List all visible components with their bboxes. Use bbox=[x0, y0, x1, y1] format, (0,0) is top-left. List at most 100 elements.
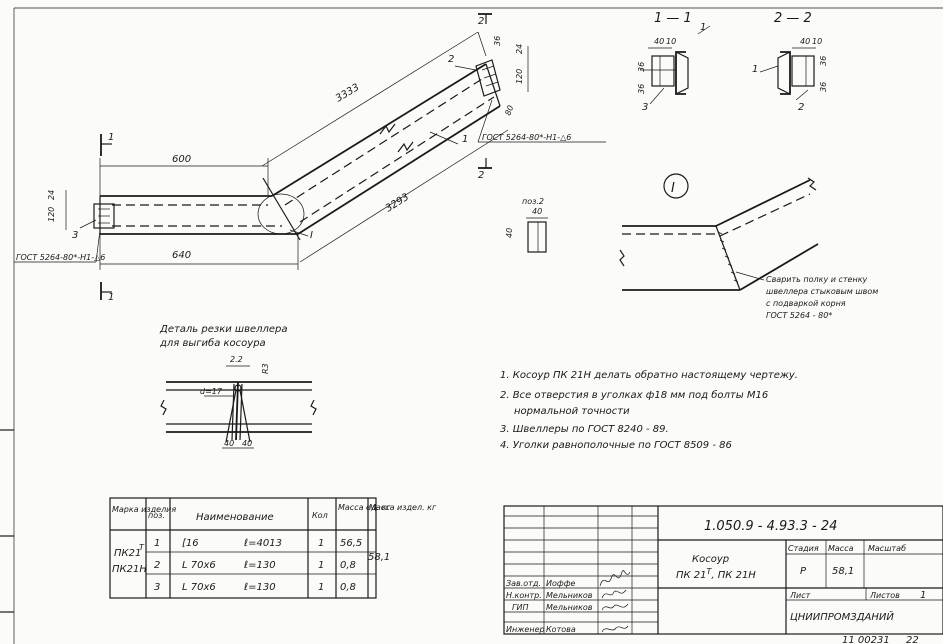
sec1-dim-40: 40 bbox=[654, 37, 664, 46]
pos-2-detail: поз.2 40 40 bbox=[505, 197, 548, 253]
footer-page: 22 bbox=[906, 635, 919, 644]
node-detail-label: I bbox=[671, 181, 675, 196]
node-label-main: I bbox=[310, 230, 313, 241]
sec2-dim-10: 10 bbox=[812, 37, 822, 46]
section-2-2-title: 2 — 2 bbox=[774, 11, 812, 26]
organization: ЦНИИПРОМЗДАНИЙ bbox=[790, 610, 894, 623]
section-1-1-callout-1: 1 bbox=[700, 22, 706, 33]
th-mass-item: Масса издел. кг bbox=[369, 503, 437, 512]
th-name: Наименование bbox=[196, 512, 274, 523]
row2-name: L 70х6 bbox=[182, 560, 216, 571]
row1-pos: 1 bbox=[154, 538, 160, 549]
th-pos: поз. bbox=[148, 511, 165, 520]
sec2-dim-36a: 36 bbox=[819, 56, 828, 66]
dim-24-left: 24 bbox=[47, 190, 56, 200]
cut-dim-d17: d=17 bbox=[200, 387, 223, 396]
sheets-value: 1 bbox=[920, 590, 926, 601]
th-mass-unit: Масса ед. кг bbox=[338, 503, 391, 512]
scale-label: Масштаб bbox=[868, 544, 906, 553]
note-1: 1. Косоур ПК 21Н делать обратно настояще… bbox=[500, 369, 798, 381]
row1-name: [16 bbox=[182, 538, 199, 549]
note-4: 4. Уголки равнополочные по ГОСТ 8509 - 8… bbox=[500, 440, 732, 451]
total-mass: 58,1 bbox=[368, 552, 390, 563]
sheets-label: Листов bbox=[869, 591, 900, 600]
weld-note-left: ГОСТ 5264-80*-Н1-△6 bbox=[16, 253, 105, 262]
th-qty: Кол bbox=[312, 511, 328, 520]
sec2-dim-36b: 36 bbox=[819, 82, 828, 92]
dim-640: 640 bbox=[172, 250, 191, 261]
dim-3333: 3333 bbox=[334, 82, 361, 105]
cut-detail: Деталь резки швеллера для выгиба косоура… bbox=[159, 324, 317, 449]
role-3: ГИП bbox=[512, 603, 528, 612]
callout-3: 3 bbox=[72, 230, 78, 241]
mark-pk21: ПК21 bbox=[114, 548, 141, 559]
mass-value: 58,1 bbox=[832, 566, 854, 577]
row2-len: ℓ=130 bbox=[244, 560, 276, 571]
row1-len: ℓ=4013 bbox=[244, 538, 282, 549]
role-2: Н.контр. bbox=[506, 591, 542, 600]
cut-dim-40-right: 40 bbox=[242, 439, 252, 448]
cut-title-2: для выгиба косоура bbox=[159, 337, 266, 349]
row2-mass: 0,8 bbox=[340, 560, 356, 571]
row2-pos: 2 bbox=[154, 560, 160, 571]
title-block: Зав.отд. Иоффе Н.контр. Мельников ГИП Ме… bbox=[503, 505, 943, 644]
signature-1 bbox=[599, 570, 631, 587]
sheet-frame bbox=[0, 7, 943, 644]
role-4: Инженер bbox=[506, 625, 545, 634]
sec1-dim-36a: 36 bbox=[637, 62, 646, 72]
dim-120-right: 120 bbox=[515, 69, 524, 84]
sec1-dim-36b: 36 bbox=[637, 84, 646, 94]
dim-600: 600 bbox=[172, 154, 191, 165]
node-note-3: с подваркой корня bbox=[766, 299, 846, 308]
row3-len: ℓ=130 bbox=[244, 582, 276, 593]
pos2-label: поз.2 bbox=[522, 197, 544, 206]
row2-qty: 1 bbox=[318, 560, 324, 571]
dim-120: 120 bbox=[47, 207, 56, 222]
section-mark-1-bottom: 1 bbox=[108, 292, 114, 303]
row3-name: L 70х6 bbox=[182, 582, 216, 593]
node-note-2: швеллера стыковым швом bbox=[766, 287, 878, 296]
section-2-2: 2 — 2 40 10 36 36 1 2 bbox=[752, 11, 828, 113]
node-label-circle bbox=[663, 173, 689, 199]
mark-pk21n: ПК21Н bbox=[112, 564, 147, 575]
general-notes: 1. Косоур ПК 21Н делать обратно настояще… bbox=[500, 369, 798, 451]
dim-80: 80 bbox=[503, 104, 515, 117]
channel-top-flange-incline bbox=[271, 63, 487, 197]
signature-4 bbox=[601, 625, 629, 633]
cut-dim-40-left: 40 bbox=[224, 439, 234, 448]
cut-dim-2-2: 2.2 bbox=[230, 355, 243, 364]
mark-sup: Т bbox=[139, 543, 145, 552]
drawing-code: 1.050.9 - 4.93.3 - 24 bbox=[704, 519, 837, 534]
row3-mass: 0,8 bbox=[340, 582, 356, 593]
section-mark-2-bottom: 2 bbox=[478, 170, 484, 181]
callout-1: 1 bbox=[462, 134, 468, 145]
section-mark-2-top: 2 bbox=[478, 16, 484, 27]
node-note-4: ГОСТ 5264 - 80* bbox=[766, 311, 832, 320]
row1-qty: 1 bbox=[318, 538, 324, 549]
stage-label: Стадия bbox=[788, 544, 819, 553]
name-4: Котова bbox=[546, 625, 576, 634]
section-1-1: 1 — 1 1 40 10 36 36 3 bbox=[637, 11, 711, 113]
item-name-2: ПК 21Т, ПК 21Н bbox=[676, 567, 756, 581]
pos2-dim-40-side: 40 bbox=[505, 228, 514, 238]
role-1: Зав.отд. bbox=[506, 579, 541, 588]
node-detail: I Сварить полку и стенку швеллера стыков… bbox=[619, 173, 878, 320]
section-1-1-title: 1 — 1 bbox=[654, 11, 692, 26]
footer-number: 11 00231 bbox=[842, 635, 890, 644]
sec2-dim-40: 40 bbox=[800, 37, 810, 46]
section-mark-1-top: 1 bbox=[108, 132, 114, 143]
name-2: Мельников bbox=[546, 591, 593, 600]
sec2-callout-1: 1 bbox=[752, 64, 758, 75]
sheet-label: Лист bbox=[789, 591, 811, 600]
item-name-1: Косоур bbox=[692, 554, 729, 565]
channel-bottom-flange-incline bbox=[297, 105, 501, 235]
callout-2: 2 bbox=[448, 54, 454, 65]
row1-mass: 56,5 bbox=[340, 538, 362, 549]
note-3: 3. Швеллеры по ГОСТ 8240 - 89. bbox=[500, 424, 669, 435]
pos2-dim-40-top: 40 bbox=[532, 207, 542, 216]
stage-value: Р bbox=[800, 566, 807, 577]
row3-qty: 1 bbox=[318, 582, 324, 593]
sec1-dim-10: 10 bbox=[666, 37, 676, 46]
sec1-callout-3: 3 bbox=[642, 102, 648, 113]
